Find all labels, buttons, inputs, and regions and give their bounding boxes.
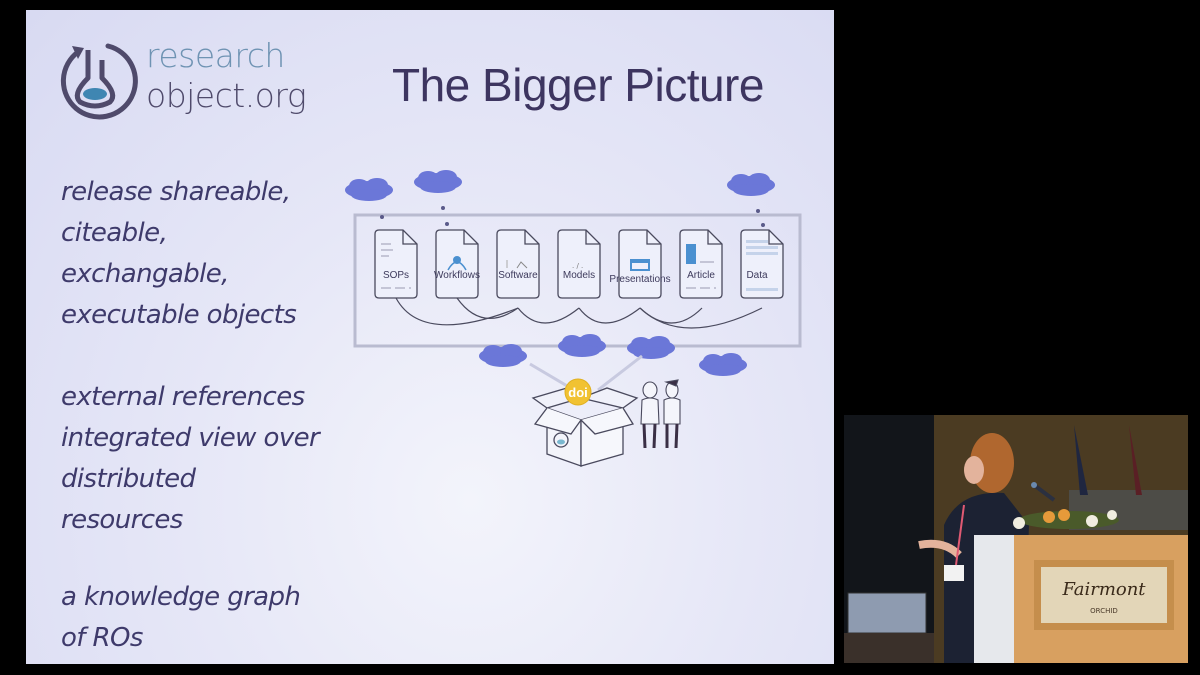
cloud-icon: [558, 334, 606, 357]
svg-text:Article: Article: [687, 270, 715, 281]
speaker-video-frame: Fairmont ORCHID: [844, 415, 1188, 663]
document-sops: SOPs: [374, 229, 418, 299]
svg-text:SOPs: SOPs: [383, 270, 409, 281]
bullet-line: a knowledge graph: [61, 582, 301, 612]
podium-sign-sub: ORCHID: [1090, 607, 1118, 615]
research-object-box-icon: [531, 387, 639, 467]
document-presentations: Presentations: [609, 229, 671, 299]
presentation-slide: research object.org The Bigger Picture r…: [26, 10, 834, 664]
document-models: . / . Models: [557, 229, 601, 299]
svg-text:Workflows: Workflows: [434, 270, 480, 281]
bullet-line: executable objects: [61, 300, 297, 330]
bullet-line: of ROs: [61, 623, 143, 653]
bullet-group-3: a knowledge graph of ROs: [61, 577, 301, 659]
bullet-group-2: external references integrated view over…: [61, 377, 320, 541]
bullet-line: resources: [61, 505, 183, 535]
document-data: Data: [740, 229, 784, 299]
bullet-line: distributed: [61, 464, 196, 494]
document-article: Article: [679, 229, 723, 299]
svg-text:doi: doi: [568, 385, 588, 400]
doi-badge: doi: [564, 378, 592, 406]
cloud-icon: [627, 336, 675, 359]
brand-line-1: research: [146, 36, 285, 75]
document-software: Software: [496, 229, 540, 299]
svg-text:Models: Models: [563, 270, 595, 281]
bullet-group-1: release shareable, citeable, exchangable…: [61, 172, 297, 336]
podium-sign-brand: Fairmont: [1061, 579, 1146, 600]
cloud-icon: [699, 353, 747, 376]
svg-text:Presentations: Presentations: [609, 274, 670, 285]
svg-text:. / .: . / .: [572, 262, 583, 270]
bullet-line: release shareable,: [61, 177, 291, 207]
cloud-icon: [414, 170, 462, 193]
research-object-logo-icon: [60, 43, 138, 120]
bullet-line: integrated view over: [61, 423, 320, 453]
bullet-line: external references: [61, 382, 305, 412]
brand-line-2: object.org: [146, 76, 307, 115]
bullet-line: exchangable,: [61, 259, 229, 289]
slide-title: The Bigger Picture: [392, 59, 764, 111]
connection-curves: [395, 297, 763, 329]
cloud-icon: [345, 178, 393, 201]
cloud-icon: [727, 173, 775, 196]
cloud-icon: [479, 344, 527, 367]
brand-wordmark: research object.org: [146, 36, 307, 116]
speaker-video-inset: Fairmont ORCHID: [844, 415, 1188, 663]
document-workflows: Workflows: [434, 229, 480, 299]
svg-text:Data: Data: [746, 270, 768, 281]
research-object-diagram: SOPs Workflows Software . / . Models Pre…: [345, 170, 802, 467]
people-illustration-icon: [640, 379, 681, 449]
bullet-line: citeable,: [61, 218, 168, 248]
svg-text:Software: Software: [498, 270, 538, 281]
